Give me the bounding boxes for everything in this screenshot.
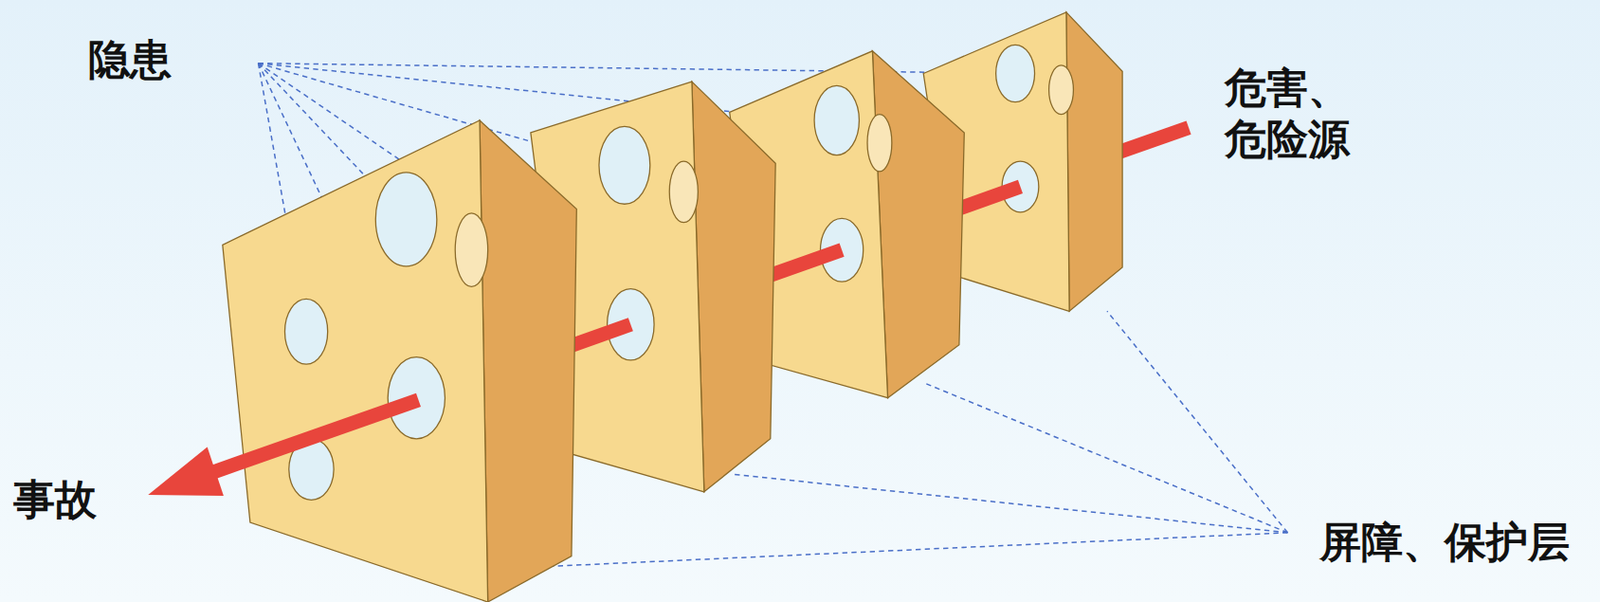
label-text: 事故 [13, 473, 128, 526]
cheese-slice [222, 120, 577, 602]
leader-line [550, 532, 1288, 567]
cheese-hole [375, 172, 437, 267]
leader-line [258, 63, 1019, 74]
hazard-arrow [212, 400, 419, 473]
slice-side [1066, 12, 1123, 311]
slice-side [872, 51, 964, 399]
label-text: 危害、 危险源 [1224, 62, 1358, 165]
cheese-hole [669, 161, 698, 223]
label-text: 屏障、保护层 [1319, 516, 1595, 568]
arrow-head [147, 446, 224, 496]
slice-side [479, 120, 577, 602]
cheese-hole [814, 85, 859, 155]
cheese-hole [454, 213, 488, 287]
leader-line [923, 382, 1288, 533]
leader-line [1107, 310, 1289, 533]
slice-side [691, 81, 776, 492]
label-text: 隐患 [88, 34, 202, 86]
leader-line [734, 473, 1288, 532]
cheese-hole [284, 298, 328, 364]
cheese-hole [996, 44, 1036, 102]
cheese-hole [599, 126, 651, 204]
cheese-hole [1049, 65, 1074, 115]
slice-face [222, 120, 489, 602]
cheese-hole [867, 114, 892, 172]
